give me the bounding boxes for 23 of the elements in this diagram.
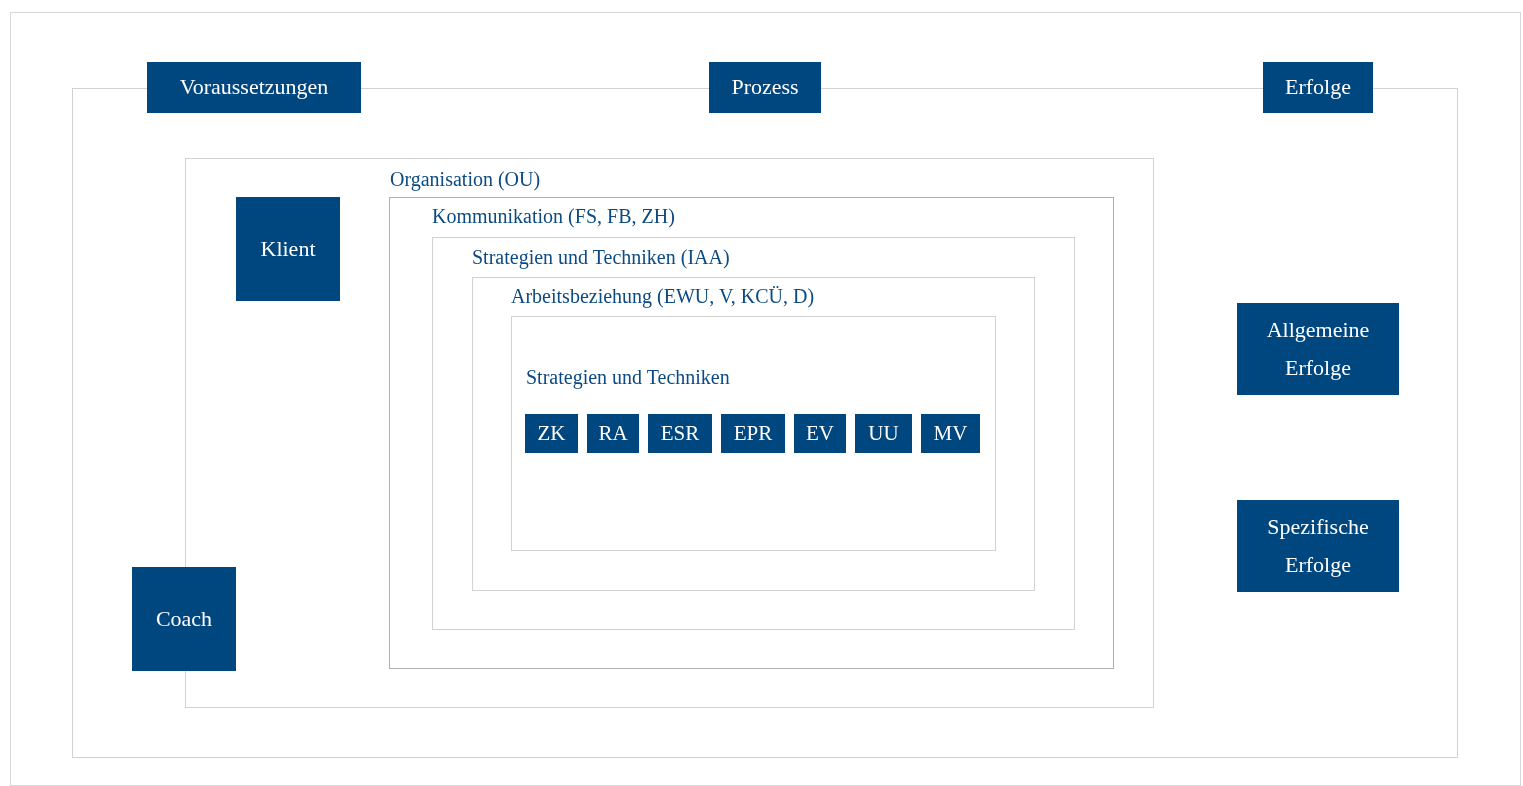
- group-heading: Kommunikation (FS, FB, ZH): [432, 204, 675, 228]
- group-frame: [511, 316, 996, 551]
- technique-label: UU: [855, 414, 912, 453]
- concept-label: Coach: [132, 567, 236, 671]
- technique-label: ZK: [525, 414, 578, 453]
- concept-label: Spezifische Erfolge: [1237, 500, 1399, 592]
- concept-label: Klient: [236, 197, 340, 301]
- technique-label: ESR: [648, 414, 712, 453]
- technique-label: EV: [794, 414, 846, 453]
- group-frame: [472, 277, 1035, 591]
- technique-label: EPR: [721, 414, 785, 453]
- group-frame: [432, 237, 1075, 630]
- column-header: Erfolge: [1263, 62, 1373, 113]
- technique-label: MV: [921, 414, 980, 453]
- column-header: Prozess: [709, 62, 821, 113]
- group-heading: Arbeitsbeziehung (EWU, V, KCÜ, D): [511, 284, 815, 308]
- group-heading: Strategien und Techniken (IAA): [472, 245, 730, 269]
- column-header: Voraussetzungen: [147, 62, 361, 113]
- concept-label: Allgemeine Erfolge: [1237, 303, 1399, 395]
- technique-label: RA: [587, 414, 639, 453]
- group-heading: Strategien und Techniken: [526, 365, 730, 389]
- group-frame: [389, 197, 1114, 669]
- group-heading: Organisation (OU): [390, 167, 541, 191]
